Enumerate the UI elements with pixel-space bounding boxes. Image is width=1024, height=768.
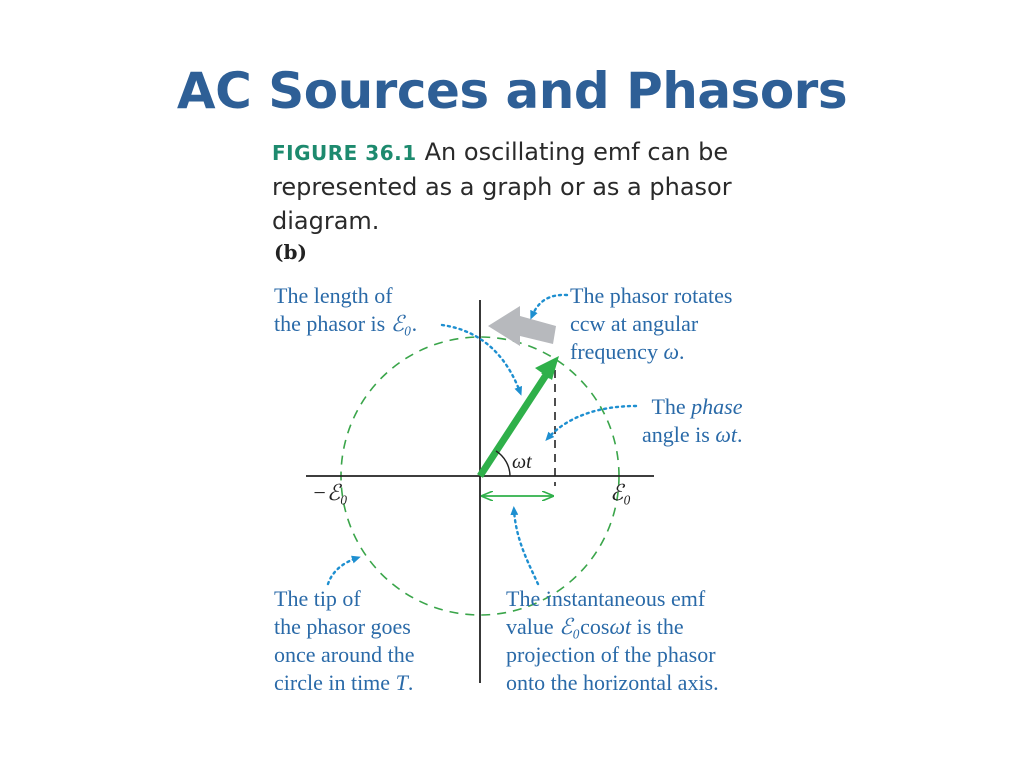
panel-label: (b)	[274, 240, 307, 264]
annotation-length-line-1: The length of	[274, 283, 393, 308]
annotation-rotates-line-1: The phasor rotates	[570, 283, 733, 308]
annotation-rotates-line-3: frequency	[570, 339, 664, 364]
pointer-emf	[510, 506, 540, 586]
annotation-emf: The instantaneous emf value ℰ₀cosωt is t…	[506, 585, 719, 697]
annotation-length-period: .	[411, 311, 418, 336]
phasor-arrowhead	[535, 356, 559, 380]
neg-axis-label: −ℰ₀	[312, 480, 348, 505]
angle-arc	[495, 450, 511, 477]
caption-line-1: An oscillating emf can be	[424, 138, 729, 166]
pointer-phase	[545, 404, 638, 441]
annotation-tip-line-4: circle in time	[274, 670, 396, 695]
annotation-rotates: The phasor rotates ccw at angular freque…	[570, 282, 733, 366]
annotation-emf-cos: cos	[580, 614, 610, 639]
annotation-phase-word: phase	[691, 394, 743, 419]
slide-title: AC Sources and Phasors	[176, 62, 848, 120]
annotation-length-symbol: ℰ₀	[390, 311, 412, 336]
annotation-phase-symbol: ωt	[715, 422, 737, 447]
annotation-emf-line-2-end: is the	[631, 614, 684, 639]
annotation-emf-line-3: projection of the phasor	[506, 642, 716, 667]
annotation-rotates-period: .	[679, 339, 685, 364]
figure-caption: FIGURE 36.1 An oscillating emf can be rep…	[272, 135, 772, 238]
annotation-length-line-2: the phasor is	[274, 311, 391, 336]
phasor-arrow	[477, 367, 551, 478]
annotation-tip-period: .	[407, 670, 414, 695]
annotation-length: The length of the phasor is ℰ₀.	[274, 282, 417, 338]
pointer-length	[440, 323, 522, 396]
angle-label: ωt	[512, 451, 532, 473]
annotation-emf-omega-t: ωt	[609, 614, 632, 639]
annotation-phase-line-2: angle is	[642, 422, 716, 447]
annotation-emf-line-4: onto the horizontal axis.	[506, 670, 719, 695]
annotation-tip-symbol: T	[395, 670, 408, 695]
pointer-tip	[326, 555, 361, 586]
caption-line-2: represented as a graph or as a phasor	[272, 173, 732, 201]
annotation-emf-line-1: The instantaneous emf	[506, 586, 706, 611]
annotation-phase-period: .	[736, 422, 743, 447]
pos-axis-label: ℰ₀	[610, 480, 631, 505]
annotation-phase-line-1: The	[651, 394, 692, 419]
pointer-rotates	[530, 293, 569, 320]
annotation-emf-line-2: value	[506, 614, 560, 639]
annotation-rotates-line-2: ccw at angular	[570, 311, 699, 336]
rotation-arrow	[488, 306, 556, 346]
annotation-rotates-symbol: ω	[663, 339, 679, 364]
annotation-tip-line-1: The tip of	[274, 586, 361, 611]
annotation-tip: The tip of the phasor goes once around t…	[274, 585, 415, 697]
annotation-tip-line-2: the phasor goes	[274, 614, 411, 639]
annotation-emf-symbol: ℰ₀	[559, 614, 581, 639]
caption-line-3: diagram.	[272, 207, 380, 235]
annotation-phase: The phase angle is ωt.	[642, 393, 742, 449]
figure-number: FIGURE 36.1	[272, 141, 417, 165]
annotation-tip-line-3: once around the	[274, 642, 415, 667]
